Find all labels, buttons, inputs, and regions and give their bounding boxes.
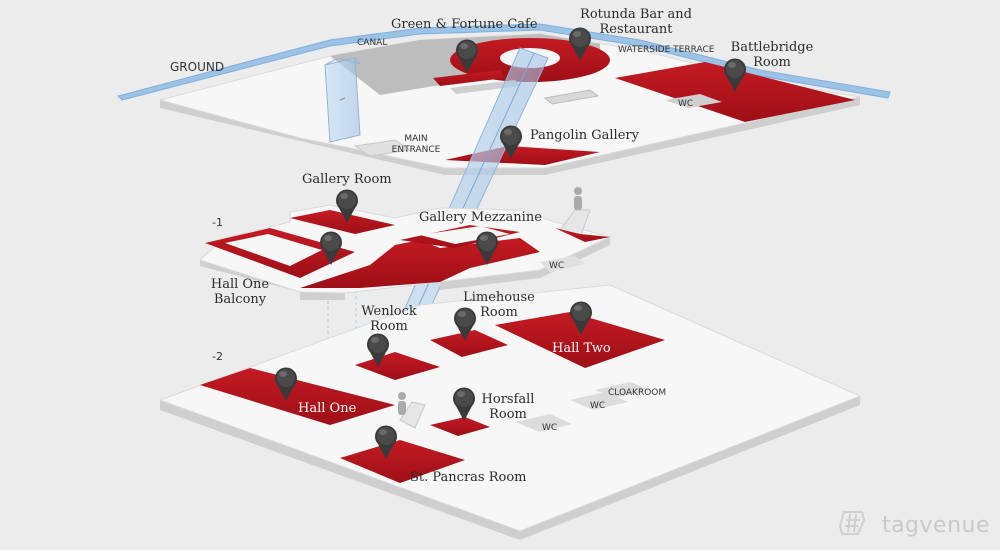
- hall-one-balcony-line2: Balcony: [213, 292, 267, 307]
- gallery-mezzanine-label[interactable]: Gallery Mezzanine: [419, 210, 542, 225]
- canal: [117, 23, 891, 101]
- battlebridge-label-line1: Battlebridge: [730, 40, 814, 55]
- map-pin-icon[interactable]: [567, 26, 593, 62]
- minus1-wc-label: WC: [549, 261, 565, 271]
- wc-label-a: WC: [590, 401, 606, 411]
- tagvenue-logo-icon: [838, 511, 866, 535]
- battlebridge-label-line2: Room: [753, 55, 791, 70]
- limehouse-line1: Limehouse: [463, 290, 535, 305]
- map-pin-icon[interactable]: [498, 124, 524, 160]
- cloakroom-label: CLOAKROOM: [608, 388, 667, 398]
- st-pancras-room-area: [340, 440, 465, 483]
- gallery-room-area: [290, 210, 395, 234]
- rotunda-label-line1: Rotunda Bar and: [580, 7, 692, 22]
- wenlock-line2: Room: [370, 319, 408, 334]
- map-pin-icon[interactable]: [334, 188, 360, 224]
- rotunda-label[interactable]: Rotunda Bar and Restaurant: [576, 7, 696, 37]
- level-label-minus-1: -1: [212, 216, 223, 229]
- lift-shaft-upper: [324, 57, 362, 143]
- map-pin-icon[interactable]: [318, 230, 344, 266]
- horsfall-line2: Room: [489, 407, 527, 422]
- map-pin-icon[interactable]: [722, 57, 748, 93]
- gallery-room-label[interactable]: Gallery Room: [302, 172, 392, 187]
- wc-label-b: WC: [542, 423, 558, 433]
- canal-label: CANAL: [357, 38, 388, 48]
- hall-one-balcony-label[interactable]: Hall One Balcony: [198, 277, 282, 307]
- wenlock-line1: Wenlock: [361, 304, 417, 319]
- ground-wc: [665, 94, 722, 108]
- rotunda-label-line2: Restaurant: [599, 22, 673, 37]
- level-minus-2: [158, 284, 862, 540]
- map-pin-icon[interactable]: [454, 38, 480, 74]
- wenlock-room-label[interactable]: Wenlock Room: [352, 304, 426, 334]
- map-pin-icon[interactable]: [452, 306, 478, 342]
- person-icon: [398, 392, 406, 415]
- level-minus-2-slab: [158, 284, 862, 532]
- hall-one-balcony-line1: Hall One: [210, 277, 270, 292]
- horsfall-room-area: [430, 417, 490, 436]
- pangolin-gallery-label[interactable]: Pangolin Gallery: [530, 128, 639, 143]
- battlebridge-room-label[interactable]: Battlebridge Room: [722, 40, 822, 70]
- map-pin-icon[interactable]: [451, 386, 477, 422]
- main-entrance-line1: MAIN: [404, 134, 428, 144]
- map-pin-icon[interactable]: [474, 230, 500, 266]
- level-label-ground: GROUND: [170, 60, 225, 74]
- map-pin-icon[interactable]: [373, 424, 399, 460]
- brand-watermark: tagvenue: [881, 513, 990, 538]
- horsfall-room-label[interactable]: Horsfall Room: [470, 392, 546, 422]
- ground-wc-label: WC: [678, 99, 694, 109]
- green-fortune-cafe-label[interactable]: Green & Fortune Cafe: [391, 17, 538, 32]
- limehouse-room-area: [430, 330, 508, 357]
- waterside-terrace-label: WATERSIDE TERRACE: [618, 45, 715, 55]
- hall-two-area: [495, 312, 665, 368]
- person-icon: [574, 187, 582, 210]
- map-pin-icon[interactable]: [568, 300, 594, 336]
- map-pin-icon[interactable]: [365, 332, 391, 368]
- hall-two-label[interactable]: Hall Two: [552, 341, 611, 356]
- hall-one-label[interactable]: Hall One: [298, 401, 357, 416]
- green-fortune-cafe-area: [433, 70, 505, 86]
- horsfall-line1: Horsfall: [481, 392, 535, 407]
- main-entrance-line2: ENTRANCE: [391, 145, 441, 155]
- limehouse-room-label[interactable]: Limehouse Room: [452, 290, 546, 320]
- main-entrance-label: MAIN ENTRANCE: [388, 134, 444, 156]
- hall-one-area: [200, 368, 395, 425]
- limehouse-line2: Room: [480, 305, 518, 320]
- map-pin-icon[interactable]: [273, 366, 299, 402]
- level-label-minus-2: -2: [212, 350, 223, 363]
- st-pancras-room-label[interactable]: St. Pancras Room: [410, 470, 527, 485]
